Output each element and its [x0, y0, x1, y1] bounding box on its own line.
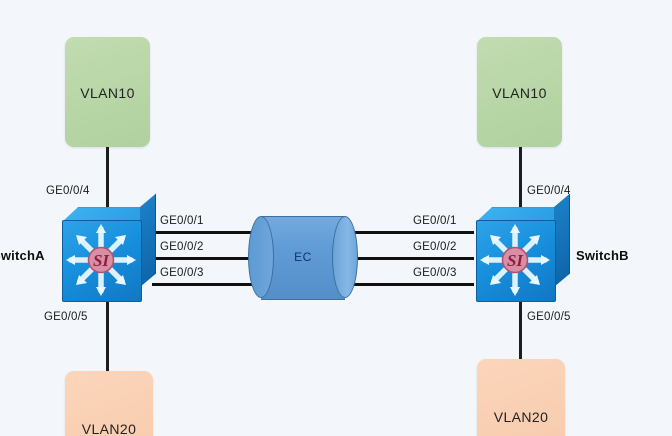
port-label-switcha-ge0-0-4: GE0/0/4: [46, 185, 90, 197]
vlan-box-top-right-label: VLAN10: [492, 85, 547, 101]
switch-b[interactable]: SI: [476, 193, 571, 302]
vlan-box-bottom-left[interactable]: VLAN20: [65, 371, 153, 436]
port-label-switchb-ge0-0-5: GE0/0/5: [527, 311, 571, 323]
vlan-box-bottom-right-label: VLAN20: [493, 409, 549, 425]
port-label-switchb-ge0-0-2: GE0/0/2: [413, 241, 457, 253]
port-label-switchb-ge0-0-4: GE0/0/4: [527, 185, 571, 197]
link-right-vlan10-to-switchb: [519, 145, 522, 209]
vlan-box-top-right[interactable]: VLAN10: [477, 37, 562, 147]
cylinder-right-cap: [332, 216, 358, 298]
switch-a-name-label: SwitchA: [0, 248, 45, 263]
trunk-line-left-2: [152, 257, 256, 260]
trunk-line-right-1: [352, 231, 474, 234]
port-label-switcha-ge0-0-3: GE0/0/3: [160, 267, 204, 279]
switch-a-si-glyph: SI: [93, 251, 110, 270]
port-label-switcha-ge0-0-1: GE0/0/1: [160, 215, 204, 227]
cylinder-body: [261, 216, 345, 300]
eth-trunk-cylinder[interactable]: EC: [248, 216, 358, 300]
trunk-line-left-3: [152, 283, 256, 286]
vlan-box-top-left[interactable]: VLAN10: [65, 37, 150, 147]
port-label-switchb-ge0-0-1: GE0/0/1: [413, 215, 457, 227]
switch-a-side-face: [140, 193, 156, 287]
switch-arrows-icon: SI: [480, 224, 550, 296]
eth-trunk-label: EC: [294, 250, 312, 264]
trunk-line-right-2: [352, 257, 474, 260]
link-left-switcha-to-vlan20: [106, 299, 109, 371]
port-label-switcha-ge0-0-2: GE0/0/2: [160, 241, 204, 253]
switch-arrows-icon: SI: [66, 224, 136, 296]
link-right-switchb-to-vlan20: [519, 299, 522, 359]
switch-b-name-label: SwitchB: [576, 248, 629, 263]
vlan-box-top-left-label: VLAN10: [80, 85, 135, 101]
port-label-switchb-ge0-0-3: GE0/0/3: [413, 267, 457, 279]
switch-b-side-face: [554, 193, 570, 287]
port-label-switcha-ge0-0-5: GE0/0/5: [44, 311, 88, 323]
vlan-box-bottom-right[interactable]: VLAN20: [477, 359, 565, 436]
vlan-box-bottom-left-label: VLAN20: [81, 421, 137, 436]
switch-a[interactable]: SI: [62, 193, 157, 302]
switch-b-si-glyph: SI: [507, 251, 524, 270]
cylinder-left-cap: [248, 216, 274, 298]
link-left-vlan10-to-switcha: [106, 145, 109, 209]
trunk-line-left-1: [152, 231, 256, 234]
trunk-line-right-3: [352, 283, 474, 286]
